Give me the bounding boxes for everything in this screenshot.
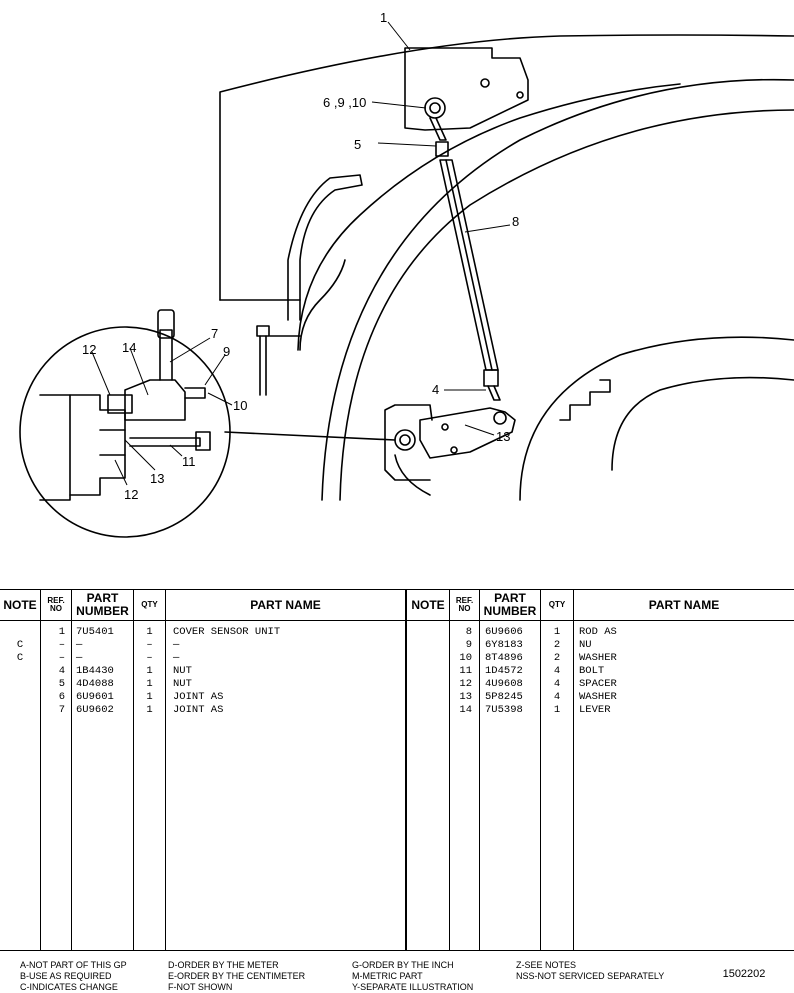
header-ref-right: REF. NO (455, 595, 474, 613)
rear-wheel-inner (611, 376, 794, 471)
table-row: 1 7U5401 1 COVER SENSOR UNIT (58, 626, 281, 638)
inset-bolt (129, 437, 201, 447)
table-row: C – — – — (16, 639, 180, 651)
table-row: 10 8T4896 2 WASHER (459, 652, 617, 664)
parts-illustration: 1 6 ,9 ,10 5 8 7 9 12 14 10 4 13 11 13 1… (19, 10, 794, 538)
legend-col-2: D-ORDER BY THE METER E-ORDER BY THE CENT… (168, 960, 306, 992)
parts-table: NOTE REF. NO PART NUMBER QTY PART NAME N… (0, 589, 794, 951)
callout-6-9-10: 6 ,9 ,10 (323, 95, 366, 110)
table-row: 8 6U9606 1 ROD AS (465, 626, 617, 638)
pipe (287, 174, 363, 321)
legend: A-NOT PART OF THIS GP B-USE AS REQUIRED … (0, 955, 794, 992)
plate-number: 1502202 (722, 967, 766, 980)
legend-col-1: A-NOT PART OF THIS GP B-USE AS REQUIRED … (20, 960, 127, 992)
callout-8: 8 (512, 214, 519, 229)
lever-base (394, 454, 431, 496)
callout-14: 14 (122, 340, 136, 355)
header-note-right: NOTE (411, 597, 445, 612)
table-row: 5 4D4088 1 NUT (58, 678, 192, 690)
header-note-left: NOTE (3, 597, 37, 612)
header-part-number-right: PART NUMBER (483, 591, 537, 618)
wheel-arc-inner2 (297, 83, 681, 351)
wheel-arc-inner (339, 109, 794, 501)
callout-9: 9 (223, 344, 230, 359)
table-row: 6 6U9601 1 JOINT AS (58, 691, 224, 703)
legend-col-4: Z-SEE NOTES NSS-NOT SERVICED SEPARATELY (516, 960, 665, 981)
curved-bracket (299, 259, 346, 351)
callout-12-top: 12 (82, 342, 96, 357)
fender-outline (219, 34, 794, 301)
lever (419, 407, 516, 459)
table-row: 12 4U9608 4 SPACER (459, 678, 617, 690)
callout-13-right: 13 (496, 429, 510, 444)
callout-11: 11 (182, 454, 196, 469)
callout-5: 5 (354, 137, 361, 152)
header-qty-right: QTY (548, 599, 566, 609)
callout-7: 7 (211, 326, 218, 341)
header-ref-left: REF. NO (47, 595, 65, 613)
header-part-number-left: PART NUMBER (76, 591, 129, 618)
rod-upper-joint (429, 117, 447, 141)
detail-inset (19, 326, 231, 538)
parts-rows-left: 1 7U5401 1 COVER SENSOR UNIT C – — – — C… (0, 626, 405, 717)
table-row: C – — – — (16, 652, 180, 664)
callout-12-bottom: 12 (124, 487, 138, 502)
sensor-cover (404, 47, 529, 131)
rear-wheel-outer (519, 336, 794, 501)
callout-1: 1 (380, 10, 387, 25)
inset-lever (124, 379, 186, 421)
table-row: 11 1D4572 4 BOLT (459, 665, 605, 677)
table-row: 13 5P8245 4 WASHER (459, 691, 617, 703)
parts-rows-right: 8 6U9606 1 ROD AS 9 6Y8183 2 NU 10 8T489… (407, 626, 794, 717)
callout-13-inset: 13 (150, 471, 164, 486)
table-row: 9 6Y8183 2 NU (465, 639, 592, 651)
callout-4: 4 (432, 382, 439, 397)
header-part-name-left: PART NAME (250, 597, 321, 612)
table-row: 4 1B4430 1 NUT (58, 665, 192, 677)
header-part-name-right: PART NAME (648, 597, 720, 612)
wheel-arc-outer (321, 78, 794, 501)
link-line (224, 431, 396, 441)
table-row: 7 6U9602 1 JOINT AS (58, 704, 224, 716)
rear-wheel-step (559, 379, 611, 421)
callout-10: 10 (233, 398, 247, 413)
header-qty-left: QTY (141, 599, 158, 609)
table-row: 14 7U5398 1 LEVER (459, 704, 611, 716)
legend-col-3: G-ORDER BY THE INCH M-METRIC PART Y-SEPA… (352, 960, 474, 992)
